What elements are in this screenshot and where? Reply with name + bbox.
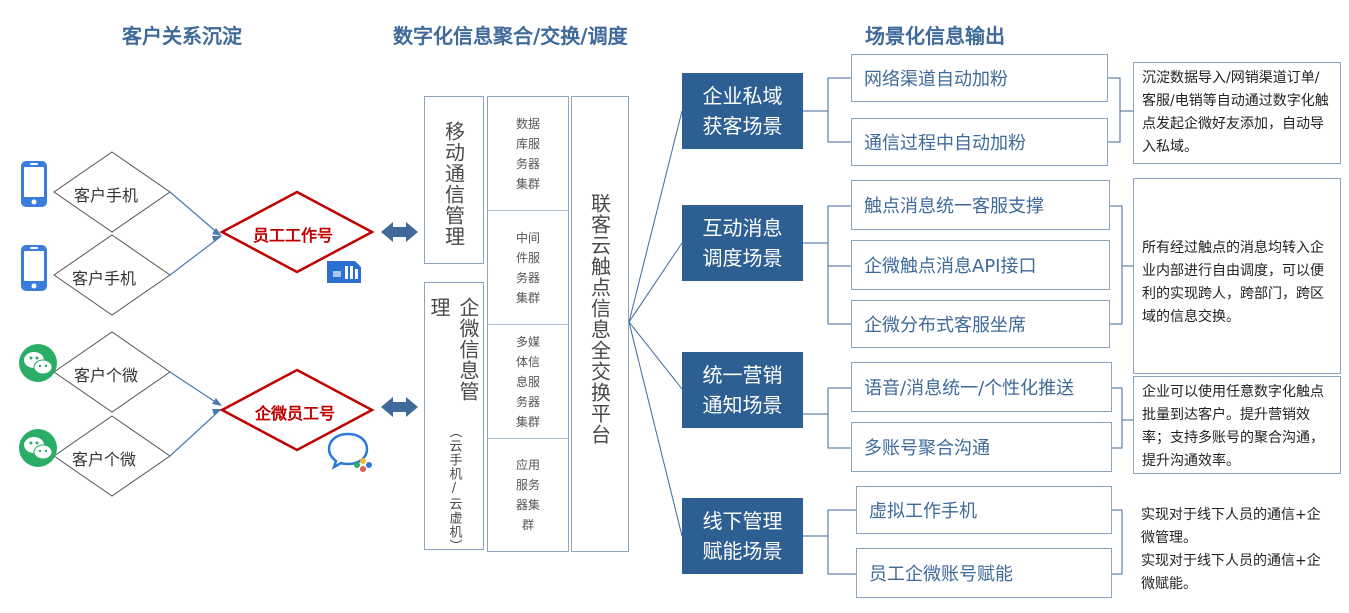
platform-box: 联客云触点信息全交换平台 — [571, 96, 629, 552]
note-message-dispatch: 所有经过触点的消息均转入企业内部进行自由调度，可以便利的实现跨人，跨部门，跨区域… — [1133, 178, 1341, 374]
sim-card-icon — [325, 259, 363, 289]
scene-title: 获客场景 — [702, 114, 783, 138]
item-virtual-work-phone: 虚拟工作手机 — [856, 486, 1112, 534]
double-arrow-icon — [381, 397, 418, 417]
item-wecom-empower: 员工企微账号赋能 — [856, 548, 1112, 598]
diamond-employee-work-phone — [219, 190, 375, 274]
item-distributed-agents: 企微分布式客服坐席 — [851, 300, 1110, 348]
wecom-icon — [326, 430, 374, 476]
item-network-channel-add-fans: 网络渠道自动加粉 — [851, 54, 1108, 102]
diamond-customer-wechat-1 — [53, 331, 171, 413]
scene-message-dispatch: 互动消息调度场景 — [682, 205, 803, 281]
note-private-domain: 沉淀数据导入/网销渠道订单/客服/电销等自动通过数字化触点发起企微好友添加，自动… — [1133, 62, 1341, 164]
mobile-management-box: 移动通信管理 — [424, 96, 484, 264]
note-offline: 实现对于线下人员的通信+企微管理。 实现对于线下人员的通信+企微赋能。 — [1133, 496, 1341, 598]
item-wecom-api: 企微触点消息API接口 — [851, 240, 1110, 290]
note-marketing: 企业可以使用任意数字化触点批量到达客户。提升营销效率；支持多账号的聚合沟通，提升… — [1133, 376, 1341, 474]
header-customer-relations: 客户关系沉淀 — [122, 24, 242, 48]
diamond-customer-wechat-2 — [53, 415, 171, 497]
scene-title: 通知场景 — [702, 393, 783, 417]
item-multi-account: 多账号聚合沟通 — [851, 422, 1112, 472]
mobile-management-label: 移动通信管理 — [441, 121, 466, 247]
header-scene-output: 场景化信息输出 — [865, 24, 1005, 48]
scene-marketing-notify: 统一营销通知场景 — [682, 352, 803, 428]
item-unified-push: 语音/消息统一/个性化推送 — [851, 362, 1112, 412]
diamond-employee-wecom — [219, 368, 375, 452]
phone-icon — [20, 244, 48, 296]
platform-label: 联客云触点信息全交换平台 — [587, 193, 612, 445]
diamond-customer-phone-1 — [53, 151, 171, 233]
scene-private-domain: 企业私域获客场景 — [682, 73, 803, 149]
scene-title: 统一营销 — [702, 363, 783, 387]
note-offline-empower: 实现对于线下人员的通信+企微赋能。 — [1141, 553, 1321, 592]
wecom-management-box: 企微信息管理 （云手机/云虚机） — [424, 282, 484, 554]
note-offline-management: 实现对于线下人员的通信+企微管理。 — [1141, 507, 1321, 546]
double-arrow-icon — [381, 222, 418, 242]
item-call-add-fans: 通信过程中自动加粉 — [851, 118, 1108, 166]
phone-icon — [20, 160, 48, 212]
multimedia-cluster: 多媒体信息服务器集群 — [488, 325, 568, 439]
wecom-management-sub-label: （云手机/云虚机） — [446, 425, 462, 554]
application-cluster: 应用服务器集群 — [515, 458, 540, 532]
header-digital-aggregation: 数字化信息聚合/交换/调度 — [393, 24, 628, 48]
item-unified-customer-service: 触点消息统一客服支撑 — [851, 180, 1110, 230]
customer-label: 客户个微 — [72, 450, 137, 469]
scene-title: 调度场景 — [702, 246, 783, 270]
scene-title: 企业私域 — [702, 84, 783, 108]
customer-label: 客户手机 — [74, 186, 139, 205]
wechat-icon — [16, 343, 60, 387]
database-cluster: 数据库服务器集群 — [488, 97, 568, 211]
scene-title: 线下管理 — [702, 509, 783, 533]
customer-label: 客户个微 — [74, 366, 139, 385]
employee-wecom-label: 企微员工号 — [255, 404, 336, 423]
diamond-customer-phone-2 — [53, 234, 171, 316]
wechat-icon — [16, 428, 60, 472]
scene-title: 互动消息 — [702, 216, 783, 240]
wecom-management-label: 企微信息管理 — [427, 297, 480, 402]
scene-title: 赋能场景 — [702, 539, 783, 563]
customer-label: 客户手机 — [72, 269, 137, 288]
server-clusters: 数据库服务器集群 中间件服务器集群 多媒体信息服务器集群 应用服务器集群 — [487, 96, 569, 552]
middleware-cluster: 中间件服务器集群 — [488, 211, 568, 325]
scene-offline-empower: 线下管理赋能场景 — [682, 498, 803, 574]
employee-work-phone-label: 员工工作号 — [253, 226, 334, 245]
